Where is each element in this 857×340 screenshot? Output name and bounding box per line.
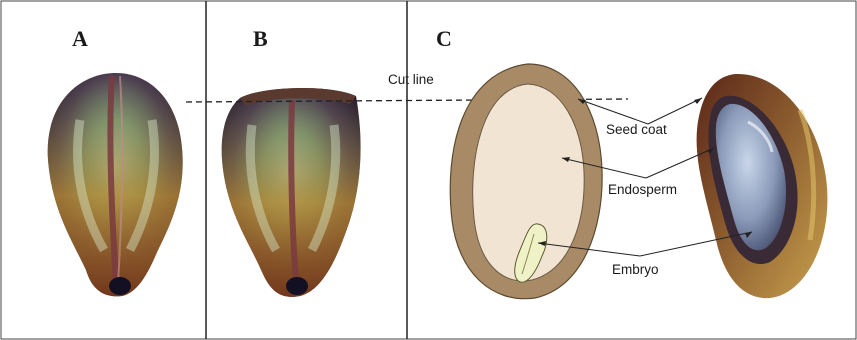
endosperm-label: Endosperm (608, 182, 677, 197)
panel-label-c: C (436, 26, 452, 51)
whole-seed-image (48, 73, 183, 296)
embryo-label: Embryo (612, 262, 659, 277)
seed-coat-leader-right (648, 98, 702, 124)
seed-section-photo (697, 74, 828, 298)
cut-seed-image (222, 88, 361, 297)
cut-line-label: Cut line (388, 72, 434, 87)
panel-label-b: B (253, 26, 268, 51)
seed-coat-label: Seed coat (606, 122, 667, 137)
panel-label-a: A (72, 26, 88, 51)
